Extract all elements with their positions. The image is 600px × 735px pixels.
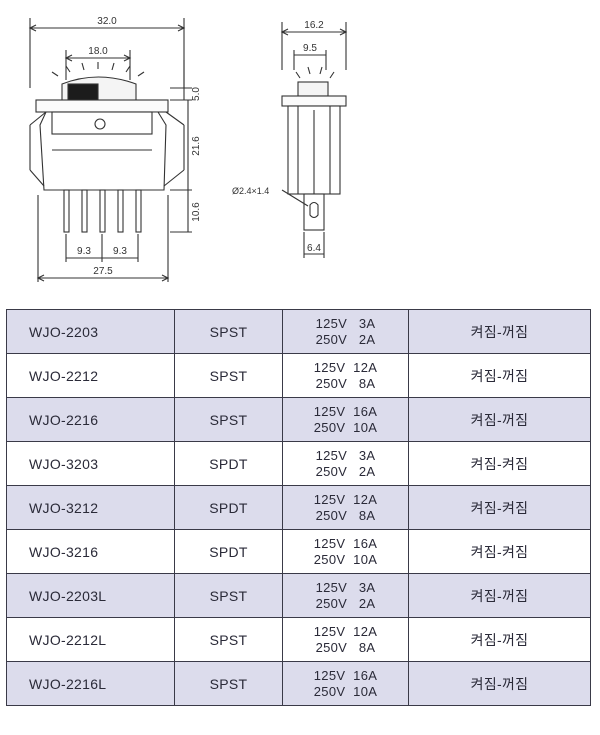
type-cell: SPST	[174, 661, 283, 706]
model-cell: WJO-2212	[6, 353, 175, 398]
dim-front-base: 27.5	[93, 266, 113, 277]
model-cell: WJO-2212L	[6, 617, 175, 662]
dim-front-top: 5.0	[191, 87, 202, 101]
model-cell: WJO-2203L	[6, 573, 175, 618]
action-cell: 켜짐-꺼짐	[408, 661, 591, 706]
dim-front-body: 21.6	[191, 136, 202, 156]
type-cell: SPST	[174, 309, 283, 354]
rating-line: 250V 10A	[313, 551, 378, 567]
rating-line: 125V 3A	[315, 579, 376, 595]
type-cell: SPST	[174, 617, 283, 662]
action-cell: 켜짐-꺼짐	[408, 617, 591, 662]
rating-line: 125V 16A	[313, 535, 378, 551]
dim-front-width: 32.0	[97, 16, 117, 27]
rating-line: 125V 3A	[315, 315, 376, 331]
model-cell: WJO-3216	[6, 529, 175, 574]
type-cell: SPST	[174, 397, 283, 442]
type-cell: SPDT	[174, 485, 283, 530]
dim-front-terminal: 10.6	[191, 202, 202, 222]
action-cell: 켜짐-꺼짐	[408, 309, 591, 354]
dim-side-rocker: 9.5	[303, 43, 317, 54]
rating-line: 125V 16A	[313, 667, 378, 683]
model-cell: WJO-2216	[6, 397, 175, 442]
rating-line: 250V 2A	[315, 463, 376, 479]
model-cell: WJO-2216L	[6, 661, 175, 706]
dim-pitch-right: 9.3	[113, 246, 127, 257]
rating-line: 250V 2A	[315, 595, 376, 611]
rating-line: 125V 3A	[315, 447, 376, 463]
type-cell: SPDT	[174, 529, 283, 574]
rating-line: 250V 8A	[315, 639, 376, 655]
rating-line: 125V 12A	[313, 623, 378, 639]
rating-line: 250V 10A	[313, 419, 378, 435]
dim-side-terminal-width: 6.4	[307, 243, 321, 254]
action-cell: 켜짐-켜짐	[408, 529, 591, 574]
rating-line: 250V 2A	[315, 331, 376, 347]
model-cell: WJO-3203	[6, 441, 175, 486]
model-cell: WJO-2203	[6, 309, 175, 354]
action-cell: 켜짐-켜짐	[408, 441, 591, 486]
type-cell: SPDT	[174, 441, 283, 486]
type-cell: SPST	[174, 573, 283, 618]
dim-front-rocker: 18.0	[88, 46, 108, 57]
action-cell: 켜짐-꺼짐	[408, 353, 591, 398]
rating-line: 250V 8A	[315, 375, 376, 391]
action-cell: 켜짐-꺼짐	[408, 573, 591, 618]
rating-line: 250V 10A	[313, 683, 378, 699]
dim-side-hole: Ø2.4×1.4	[232, 186, 269, 196]
technical-drawing: 32.0 18.0 5.0 21.6 10.6 9.3 9.3 27.5 16.…	[28, 16, 348, 282]
rating-line: 250V 8A	[315, 507, 376, 523]
model-cell: WJO-3212	[6, 485, 175, 530]
action-cell: 켜짐-켜짐	[408, 485, 591, 530]
front-view	[28, 18, 192, 282]
dim-side-width: 16.2	[304, 20, 324, 31]
action-cell: 켜짐-꺼짐	[408, 397, 591, 442]
rating-line: 125V 12A	[313, 491, 378, 507]
type-cell: SPST	[174, 353, 283, 398]
dim-pitch-left: 9.3	[77, 246, 91, 257]
rating-line: 125V 12A	[313, 359, 378, 375]
side-view	[280, 22, 348, 258]
rating-line: 125V 16A	[313, 403, 378, 419]
